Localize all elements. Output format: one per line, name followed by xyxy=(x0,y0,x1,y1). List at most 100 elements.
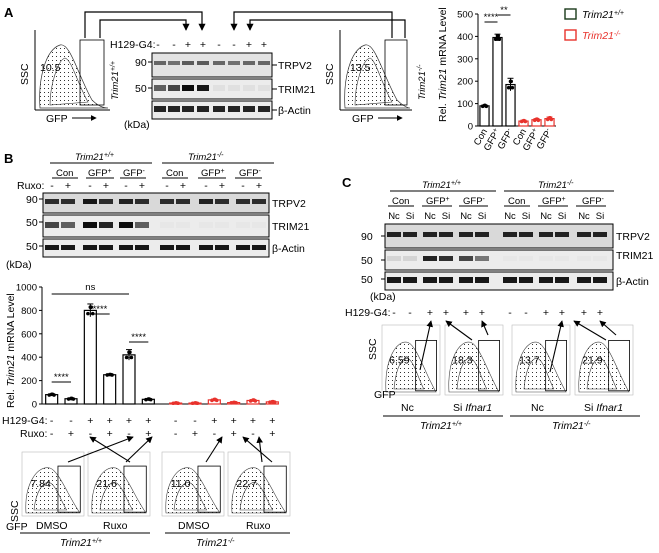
flow-gate xyxy=(123,465,147,513)
y-tick-label: 200 xyxy=(457,77,473,88)
h129-label-a: H129-G4: xyxy=(110,39,156,51)
band-trpv2 xyxy=(243,61,255,65)
h129-sign: - xyxy=(524,307,528,319)
nc-si-label: Nc xyxy=(578,211,590,222)
h129-sign: - xyxy=(232,39,236,51)
band-actin xyxy=(135,245,149,250)
y-tick-label: 1000 xyxy=(16,283,37,294)
band-trpv2 xyxy=(519,232,533,237)
data-point xyxy=(174,401,179,405)
flow-gate-percent: 13.7 xyxy=(519,355,540,367)
c-group-labels: Con GFP+ GFP- Con GFP+ GFP- xyxy=(388,196,606,207)
b-genotype-wt: Trim21+/+ xyxy=(75,152,114,163)
svg-text:Con: Con xyxy=(166,168,183,179)
band-trpv2 xyxy=(160,199,174,204)
nc-si-label: Si xyxy=(596,211,604,222)
trim21-label-c: TRIM21 xyxy=(616,250,654,262)
band-actin xyxy=(61,245,75,250)
nc-si-label: Si xyxy=(406,211,414,222)
h129-sign: - xyxy=(392,307,396,319)
h129-sign: - xyxy=(174,415,178,427)
data-point xyxy=(129,355,134,360)
panel-label-a: A xyxy=(4,5,14,20)
ruxo-sign: + xyxy=(180,180,186,192)
band-actin xyxy=(197,106,209,112)
band-actin xyxy=(199,245,213,250)
blot-c: 90 50 50 (kDa) TRPV2 TRIM21 β-Actin xyxy=(361,223,654,303)
h129-sign: + xyxy=(246,39,252,51)
svg-text:GFP+: GFP+ xyxy=(426,196,450,207)
band-actin xyxy=(252,245,266,250)
kda-label-c: (kDa) xyxy=(370,291,396,303)
ssc-axis-label: SSC xyxy=(324,63,336,85)
flow-arrow xyxy=(256,436,263,463)
significance-mark: **** xyxy=(484,12,499,23)
marker-50-b2: 50 xyxy=(26,241,38,253)
band-trim21 xyxy=(439,256,453,261)
flow-a-ko-genotype: Trim21-/- xyxy=(417,64,428,100)
bar xyxy=(103,374,117,405)
h129-sign: - xyxy=(172,39,176,51)
chart-b-ylabel: Rel. Trim21 mRNA Level xyxy=(5,293,17,408)
marker-50-b1: 50 xyxy=(26,217,38,229)
ruxo-sign: - xyxy=(174,428,178,440)
band-trim21 xyxy=(119,222,133,228)
h129-sign: - xyxy=(508,307,512,319)
blot-a: 90 50 (kDa) TRPV2 TRIM21 β-Actin xyxy=(124,52,316,131)
band-trpv2 xyxy=(403,232,417,237)
band-trim21 xyxy=(475,256,489,261)
flow-gate xyxy=(57,465,81,513)
band-trpv2 xyxy=(475,232,489,237)
h129-signs-b: --++++--++++ xyxy=(50,415,275,427)
b-group-labels: Con GFP+ GFP- Con GFP+ GFP- xyxy=(52,168,262,179)
flow-a-wt-percent: 10.5 xyxy=(40,62,61,74)
flow-gate xyxy=(415,339,437,392)
y-tick-label: 400 xyxy=(457,32,473,43)
ruxo-sign: + xyxy=(139,180,145,192)
flow-density xyxy=(25,467,81,514)
band-trpv2 xyxy=(213,61,225,65)
data-point xyxy=(497,37,502,41)
band-trpv2 xyxy=(215,199,229,204)
band-actin xyxy=(160,245,174,250)
ruxo-sign: + xyxy=(256,180,262,192)
gfp-axis-label-c: GFP xyxy=(374,389,396,401)
ruxo-sign: - xyxy=(251,428,255,440)
band-trim21 xyxy=(213,85,225,91)
bar xyxy=(492,36,503,127)
arrows-a xyxy=(84,11,406,38)
c-genotype-ko: Trim21-/- xyxy=(538,180,574,191)
nc-si-label: Nc xyxy=(504,211,516,222)
flow-gate-percent: 18.3 xyxy=(452,355,473,367)
data-point xyxy=(128,350,132,355)
band-actin xyxy=(423,277,437,283)
actin-label-a: β-Actin xyxy=(278,105,311,117)
svg-text:Si Ifnar1: Si Ifnar1 xyxy=(453,402,492,414)
band-trpv2 xyxy=(168,61,180,65)
c-genotype-wt: Trim21+/+ xyxy=(422,180,461,191)
band-actin xyxy=(387,277,401,283)
band-trpv2 xyxy=(45,199,59,204)
chart-a-ylabel: Rel. Trim21 mRNA Level xyxy=(437,7,449,122)
band-actin xyxy=(243,106,255,112)
band-trim21 xyxy=(199,222,213,228)
h129-sign: + xyxy=(463,307,469,319)
flow-arrow xyxy=(242,436,273,463)
bar xyxy=(479,105,490,127)
data-point xyxy=(70,396,74,401)
marker-90-c: 90 xyxy=(361,231,373,243)
flow-arrow xyxy=(419,320,433,371)
nc-si-label: Si xyxy=(442,211,450,222)
band-actin xyxy=(228,106,240,112)
band-actin xyxy=(555,277,569,283)
band-actin xyxy=(182,106,194,112)
ssc-axis-label-c: SSC xyxy=(367,338,379,360)
ruxo-sign: - xyxy=(89,428,93,440)
flow-gate-percent: 22.7 xyxy=(236,478,257,490)
band-trim21 xyxy=(577,256,591,261)
data-point xyxy=(252,398,256,402)
flow-gate xyxy=(545,339,567,392)
flow-density xyxy=(385,341,437,393)
